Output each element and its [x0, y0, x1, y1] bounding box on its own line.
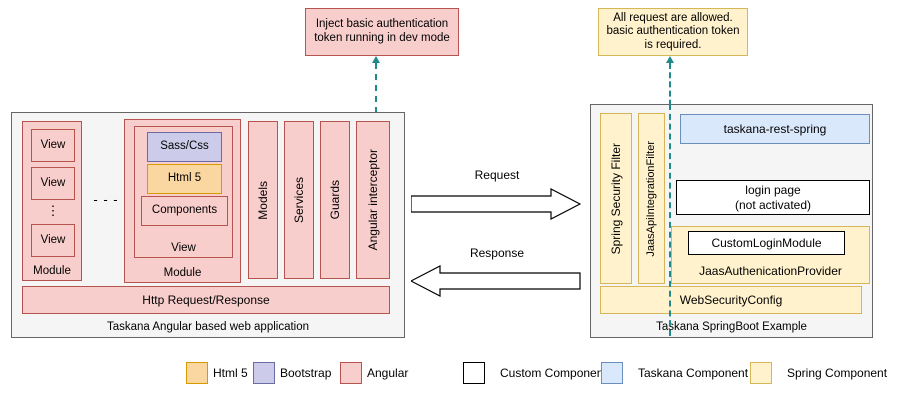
module-b: Sass/Css Html 5 Components View Module: [124, 119, 241, 283]
left-annotation-arrowhead: [372, 56, 380, 63]
legend-swatch-custom-component: [463, 362, 485, 384]
module-a-view-2: View: [31, 167, 75, 200]
legend-label-html5: Html 5: [213, 366, 248, 380]
module-a-view-3: View: [31, 224, 75, 257]
jaas-authentication-provider-label: JaasAuthenicationProvider: [699, 264, 842, 278]
legend-item-bootstrap: Bootstrap: [253, 362, 331, 384]
response-label: Response: [469, 246, 525, 260]
module-a-view-2-label: View: [40, 176, 66, 189]
login-page-line1: login page: [745, 183, 801, 198]
module-b-view-label: View: [171, 242, 196, 254]
column-guards: Guards: [320, 121, 350, 279]
module-a-view-1-label: View: [40, 138, 66, 151]
legend-swatch-html5: [186, 362, 208, 384]
taskana-rest-spring-label: taskana-rest-spring: [723, 121, 827, 136]
request-label: Request: [474, 168, 520, 182]
login-page-box: login page (not activated): [676, 180, 870, 215]
jaas-api-integration-filter: JaasApiIntegrationFilter: [638, 113, 665, 284]
web-security-config-bar: WebSecurityConfig: [600, 286, 862, 314]
left-panel-caption: Taskana Angular based web application: [106, 321, 310, 333]
right-annotation-connector: [669, 63, 671, 115]
module-a-ellipsis: ⋮: [46, 203, 60, 218]
right-annotation-connector-inner: [669, 104, 671, 336]
html5-label: Html 5: [167, 172, 202, 185]
column-guards-label: Guards: [327, 180, 342, 220]
column-services-label: Services: [291, 176, 306, 223]
module-a-view-3-label: View: [40, 233, 66, 246]
sass-css-box: Sass/Css: [147, 132, 222, 162]
components-label: Components: [151, 204, 218, 217]
column-services: Services: [284, 121, 314, 279]
html5-box: Html 5: [147, 164, 222, 194]
right-annotation-text: All request are allowed. basic authentic…: [606, 11, 740, 51]
legend-item-custom-component: Custom Component: [463, 362, 607, 384]
custom-login-module-box: CustomLoginModule: [688, 231, 845, 255]
custom-login-module-label: CustomLoginModule: [711, 235, 822, 250]
http-request-response-label: Http Request/Response: [142, 292, 270, 307]
legend-label-bootstrap: Bootstrap: [280, 366, 332, 380]
column-models-label: Models: [255, 180, 270, 220]
legend-swatch-bootstrap: [253, 362, 275, 384]
legend-swatch-spring-component: [750, 362, 772, 384]
module-b-view: Sass/Css Html 5 Components View: [134, 126, 233, 258]
legend-label-angular: Angular: [367, 366, 409, 380]
legend-label-custom-component: Custom Component: [500, 366, 607, 380]
left-annotation-connector: [375, 63, 377, 113]
sass-css-label: Sass/Css: [160, 140, 209, 153]
column-angular-interceptor: Angular interceptor: [356, 121, 390, 279]
right-panel-caption: Taskana SpringBoot Example: [656, 321, 807, 333]
legend-item-html5: Html 5: [186, 362, 248, 384]
right-annotation-note: All request are allowed. basic authentic…: [598, 8, 748, 56]
legend-label-spring-component: Spring Component: [787, 366, 888, 380]
column-models: Models: [248, 121, 278, 279]
response-arrow: [411, 265, 581, 297]
module-b-label: Module: [163, 267, 202, 279]
modules-separator: - - -: [93, 192, 119, 207]
legend-item-taskana-component: Taskana Component: [601, 362, 748, 384]
login-page-line2: (not activated): [734, 197, 812, 212]
jaas-authentication-provider: CustomLoginModule JaasAuthenicationProvi…: [671, 226, 870, 284]
taskana-rest-spring-box: taskana-rest-spring: [680, 114, 870, 144]
right-annotation-arrowhead: [666, 56, 674, 63]
legend-label-taskana-component: Taskana Component: [638, 366, 749, 380]
module-a-view-1: View: [31, 129, 75, 162]
web-security-config-label: WebSecurityConfig: [679, 292, 783, 307]
http-request-response-bar: Http Request/Response: [22, 286, 390, 314]
left-annotation-text: Inject basic authentication token runnin…: [314, 18, 450, 44]
spring-security-filter-label: Spring Security Filter: [608, 142, 623, 255]
legend-item-spring-component: Spring Component: [750, 362, 887, 384]
column-angular-interceptor-label: Angular interceptor: [365, 149, 380, 251]
left-annotation-note: Inject basic authentication token runnin…: [305, 8, 459, 56]
module-a: View View ⋮ View Module: [22, 121, 82, 281]
module-a-label: Module: [33, 265, 71, 277]
legend-swatch-angular: [340, 362, 362, 384]
jaas-api-integration-filter-label: JaasApiIntegrationFilter: [645, 140, 658, 257]
request-arrow: [411, 188, 581, 220]
legend-swatch-taskana-component: [601, 362, 623, 384]
components-box: Components: [141, 196, 228, 226]
spring-security-filter: Spring Security Filter: [600, 113, 632, 284]
legend-item-angular: Angular: [340, 362, 408, 384]
